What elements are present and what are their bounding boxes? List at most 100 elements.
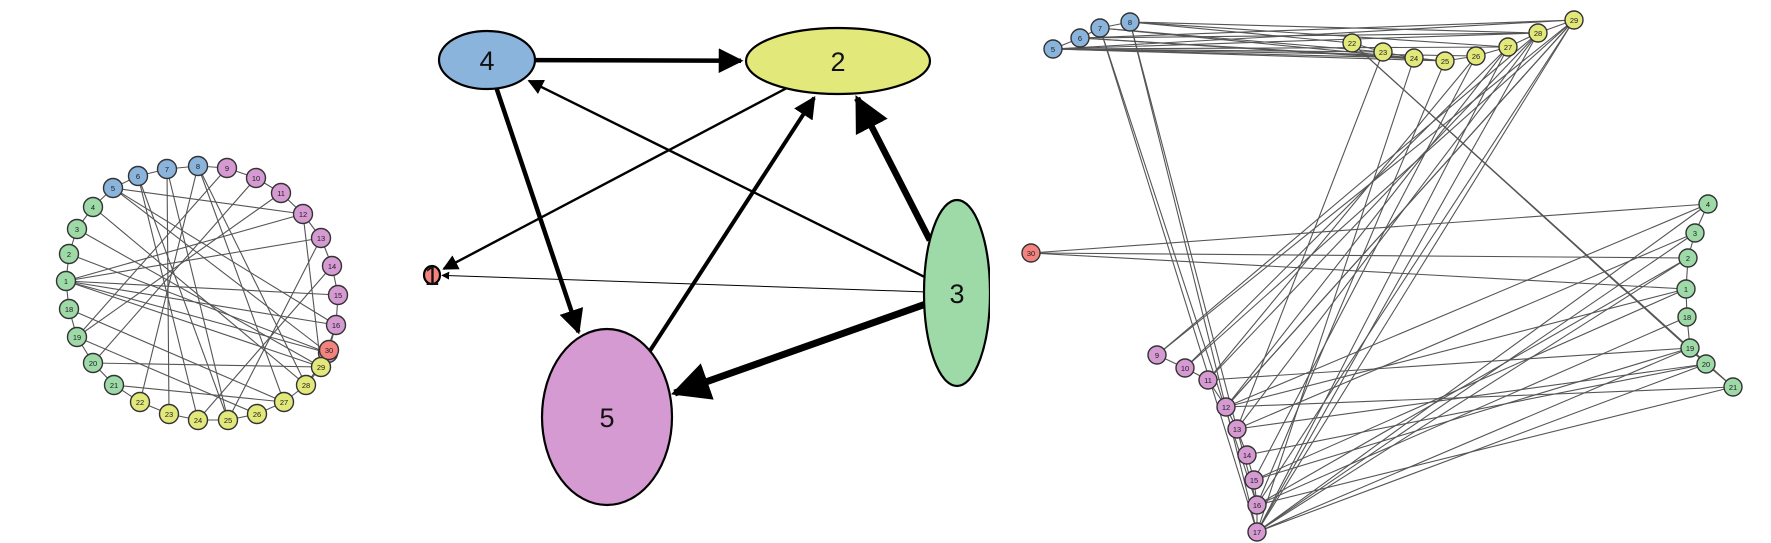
node-circle[interactable] bbox=[310, 227, 332, 249]
graph-node[interactable]: 16 bbox=[1247, 495, 1267, 515]
node-circle[interactable] bbox=[1404, 48, 1424, 68]
graph-node[interactable]: 11 bbox=[270, 182, 292, 204]
community-node[interactable]: 1 bbox=[422, 261, 442, 291]
node-circle[interactable] bbox=[1435, 51, 1455, 71]
graph-node[interactable]: 28 bbox=[295, 374, 317, 396]
node-circle[interactable] bbox=[58, 298, 80, 320]
graph-node[interactable]: 1 bbox=[1676, 279, 1696, 299]
graph-node[interactable]: 18 bbox=[58, 298, 80, 320]
graph-node[interactable]: 5 bbox=[102, 177, 124, 199]
node-circle[interactable] bbox=[187, 155, 209, 177]
graph-node[interactable]: 22 bbox=[1342, 33, 1362, 53]
graph-node[interactable]: 7 bbox=[1090, 18, 1110, 38]
community-ellipse[interactable] bbox=[922, 198, 990, 388]
node-circle[interactable] bbox=[156, 158, 178, 180]
graph-node[interactable]: 19 bbox=[66, 326, 88, 348]
node-circle[interactable] bbox=[1247, 495, 1267, 515]
node-circle[interactable] bbox=[103, 374, 125, 396]
node-circle[interactable] bbox=[1723, 377, 1743, 397]
node-circle[interactable] bbox=[1676, 279, 1696, 299]
graph-node[interactable]: 30 bbox=[1021, 243, 1041, 263]
community-ellipse[interactable] bbox=[540, 327, 674, 507]
graph-node[interactable]: 27 bbox=[1498, 37, 1518, 57]
graph-node[interactable]: 7 bbox=[156, 158, 178, 180]
community-node[interactable]: 3 bbox=[922, 198, 990, 388]
node-circle[interactable] bbox=[1373, 42, 1393, 62]
graph-node[interactable]: 24 bbox=[1404, 48, 1424, 68]
node-circle[interactable] bbox=[1021, 243, 1041, 263]
node-circle[interactable] bbox=[1698, 194, 1718, 214]
node-circle[interactable] bbox=[1198, 370, 1218, 390]
graph-node[interactable]: 22 bbox=[129, 391, 151, 413]
community-ellipse[interactable] bbox=[744, 26, 932, 96]
node-circle[interactable] bbox=[216, 157, 238, 179]
graph-node[interactable]: 15 bbox=[1244, 470, 1264, 490]
community-ellipse[interactable] bbox=[422, 264, 442, 286]
graph-node[interactable]: 3 bbox=[1685, 223, 1705, 243]
node-circle[interactable] bbox=[1147, 345, 1167, 365]
node-circle[interactable] bbox=[1696, 354, 1716, 374]
graph-node[interactable]: 20 bbox=[1696, 354, 1716, 374]
community-node[interactable]: 2 bbox=[744, 26, 932, 96]
node-circle[interactable] bbox=[246, 403, 268, 425]
node-circle[interactable] bbox=[270, 182, 292, 204]
node-circle[interactable] bbox=[295, 374, 317, 396]
community-node[interactable]: 4 bbox=[437, 29, 537, 91]
node-circle[interactable] bbox=[1680, 338, 1700, 358]
graph-node[interactable]: 16 bbox=[325, 314, 347, 336]
graph-node[interactable]: 9 bbox=[1147, 345, 1167, 365]
graph-node[interactable]: 12 bbox=[1216, 397, 1236, 417]
graph-node[interactable]: 4 bbox=[1698, 194, 1718, 214]
node-circle[interactable] bbox=[1090, 18, 1110, 38]
node-circle[interactable] bbox=[310, 356, 332, 378]
graph-node[interactable]: 13 bbox=[310, 227, 332, 249]
node-circle[interactable] bbox=[82, 352, 104, 374]
node-circle[interactable] bbox=[158, 403, 180, 425]
graph-node[interactable]: 18 bbox=[1677, 307, 1697, 327]
node-circle[interactable] bbox=[1120, 12, 1140, 32]
node-circle[interactable] bbox=[217, 409, 239, 431]
graph-node[interactable]: 9 bbox=[216, 157, 238, 179]
node-circle[interactable] bbox=[127, 165, 149, 187]
graph-node[interactable]: 27 bbox=[273, 391, 295, 413]
node-circle[interactable] bbox=[1237, 445, 1257, 465]
node-circle[interactable] bbox=[129, 391, 151, 413]
graph-node[interactable]: 10 bbox=[1175, 358, 1195, 378]
node-circle[interactable] bbox=[187, 409, 209, 431]
node-circle[interactable] bbox=[1227, 419, 1247, 439]
node-circle[interactable] bbox=[66, 326, 88, 348]
node-circle[interactable] bbox=[325, 314, 347, 336]
graph-node[interactable]: 10 bbox=[245, 167, 267, 189]
graph-node[interactable]: 20 bbox=[82, 352, 104, 374]
graph-node[interactable]: 21 bbox=[103, 374, 125, 396]
node-circle[interactable] bbox=[1216, 397, 1236, 417]
node-circle[interactable] bbox=[1528, 23, 1548, 43]
node-circle[interactable] bbox=[1043, 39, 1063, 59]
community-node[interactable]: 5 bbox=[540, 327, 674, 507]
graph-node[interactable]: 8 bbox=[1120, 12, 1140, 32]
graph-node[interactable]: 17 bbox=[1247, 522, 1267, 542]
graph-node[interactable]: 26 bbox=[1466, 46, 1486, 66]
node-circle[interactable] bbox=[245, 167, 267, 189]
node-circle[interactable] bbox=[1498, 37, 1518, 57]
node-circle[interactable] bbox=[66, 218, 88, 240]
graph-node[interactable]: 21 bbox=[1723, 377, 1743, 397]
graph-node[interactable]: 19 bbox=[1680, 338, 1700, 358]
node-circle[interactable] bbox=[102, 177, 124, 199]
graph-node[interactable]: 3 bbox=[66, 218, 88, 240]
graph-node[interactable]: 6 bbox=[127, 165, 149, 187]
node-circle[interactable] bbox=[1342, 33, 1362, 53]
node-circle[interactable] bbox=[55, 270, 77, 292]
graph-node[interactable]: 23 bbox=[158, 403, 180, 425]
node-circle[interactable] bbox=[292, 203, 314, 225]
node-circle[interactable] bbox=[1564, 10, 1584, 30]
graph-node[interactable]: 26 bbox=[246, 403, 268, 425]
graph-node[interactable]: 15 bbox=[327, 284, 349, 306]
node-circle[interactable] bbox=[1685, 223, 1705, 243]
graph-node[interactable]: 2 bbox=[1678, 248, 1698, 268]
graph-node[interactable]: 14 bbox=[1237, 445, 1257, 465]
node-circle[interactable] bbox=[273, 391, 295, 413]
node-circle[interactable] bbox=[1070, 28, 1090, 48]
graph-node[interactable]: 25 bbox=[1435, 51, 1455, 71]
graph-node[interactable]: 25 bbox=[217, 409, 239, 431]
